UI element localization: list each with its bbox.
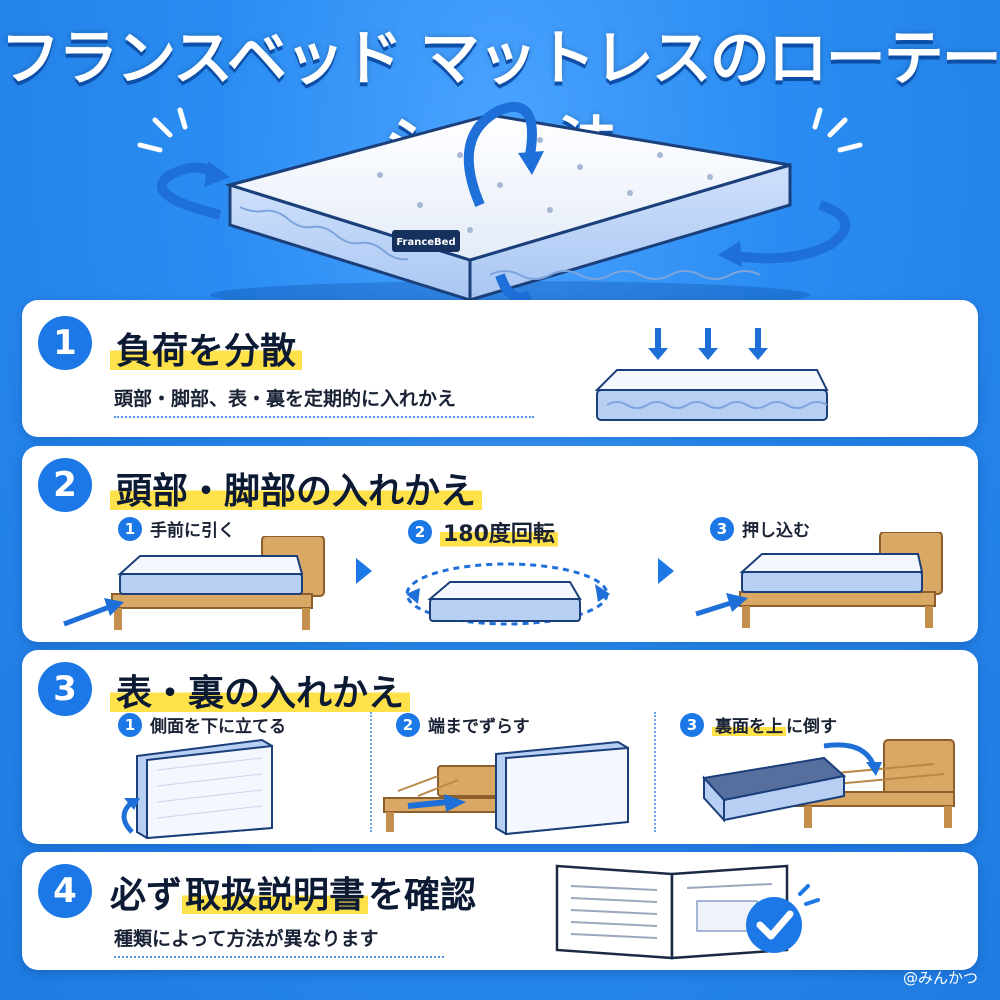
step-label: 手前に引く	[150, 521, 235, 541]
heading-highlight: 取扱説明書	[182, 875, 369, 916]
step-number: 3	[680, 712, 704, 737]
step-number: 2	[396, 712, 420, 737]
step-pull: 1 手前に引く	[118, 516, 235, 541]
section-heading: 表・裏の入れかえ	[110, 664, 411, 716]
stand-mattress-illustration	[121, 738, 273, 840]
section-number: 3	[38, 662, 92, 716]
section-3-card: 3 表・裏の入れかえ 1 側面を下に立てる 2 端までずらす 3 裏面を上に倒す	[22, 650, 978, 844]
bed-push-illustration	[695, 532, 943, 628]
checkmark-icon	[746, 884, 820, 953]
hero-mattress-illustration: FranceBed	[137, 102, 863, 309]
step-flip: 3 裏面を上に倒す	[680, 712, 837, 737]
step-slide: 2 端までずらす	[396, 712, 530, 737]
section-number: 4	[38, 864, 92, 918]
step-divider	[370, 712, 372, 832]
step-rotate: 2 180度回転	[408, 516, 558, 548]
step-number: 2	[408, 520, 432, 544]
section-heading: 負荷を分散	[110, 322, 303, 374]
step-stand: 1 側面を下に立てる	[118, 712, 286, 737]
step-arrow-icon	[658, 558, 674, 584]
section-number: 1	[38, 316, 92, 370]
heading-post: を確認	[368, 875, 477, 916]
dotted-divider	[114, 416, 534, 418]
step-label: 180度回転	[440, 516, 558, 548]
dotted-divider	[114, 956, 444, 958]
credit-text: @みんかつ	[902, 969, 978, 987]
step-divider	[654, 712, 656, 832]
step-label: 端までずらす	[428, 717, 530, 737]
pressure-mattress-illustration	[594, 328, 829, 421]
slide-mattress-illustration	[383, 740, 629, 836]
step-number: 1	[118, 712, 142, 737]
section-subtitle: 頭部・脚部、表・裏を定期的に入れかえ	[114, 388, 457, 410]
flip-mattress-illustration	[702, 739, 955, 828]
section-subtitle: 種類によって方法が異なります	[114, 928, 379, 950]
section-1-card: 1 負荷を分散 頭部・脚部、表・裏を定期的に入れかえ	[22, 300, 978, 437]
step-label: に倒す	[786, 717, 837, 737]
section-2-card: 2 頭部・脚部の入れかえ 1 手前に引く 2 180度回転 3 押し込む	[22, 446, 978, 642]
section-heading: 頭部・脚部の入れかえ	[110, 462, 483, 514]
step-label: 押し込む	[742, 521, 810, 541]
bed-pull-illustration	[63, 536, 325, 630]
section-number: 2	[38, 458, 92, 512]
step-label: 側面を下に立てる	[150, 717, 286, 737]
rotate-mattress-illustration	[405, 562, 610, 626]
step-number: 1	[118, 516, 142, 541]
heading-pre: 必ず	[110, 875, 183, 916]
section-4-card: 4 必ず取扱説明書を確認 種類によって方法が異なります	[22, 852, 978, 970]
brand-label: FranceBed	[396, 237, 455, 248]
section-heading: 必ず取扱説明書を確認	[110, 866, 476, 918]
step-arrow-icon	[356, 558, 372, 584]
step-number: 3	[710, 516, 734, 541]
step-push: 3 押し込む	[710, 516, 810, 541]
step-label-highlight: 裏面を上	[712, 717, 786, 737]
